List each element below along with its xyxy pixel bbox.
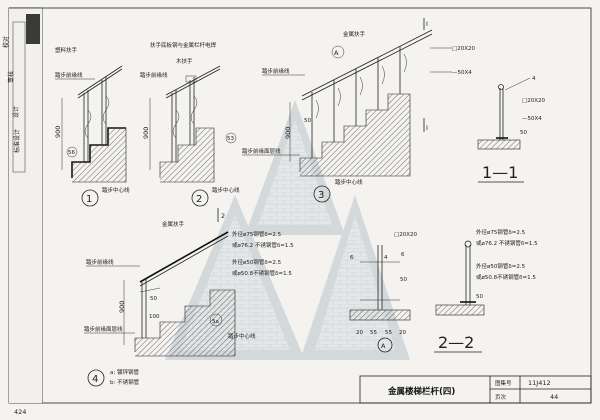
marker-2-top: 2 — [221, 212, 225, 220]
spec-a-2: 或ø76.2 不锈钢管δ=1.5 — [232, 241, 294, 249]
drawing-title: 金属楼梯栏杆(四) — [387, 386, 455, 397]
dim-100-4: 100 — [149, 314, 160, 320]
section-1-1: 4 □20X20 —50X4 50 1—1 — [477, 76, 545, 183]
spec-b-2: 或ø50.8不锈钢管δ=1.5 — [232, 269, 292, 277]
sidebar-text-1: 校对 — [2, 36, 10, 48]
spec-b-1-2-2: 外径ø50钢管δ=2.5 — [476, 262, 526, 270]
marker-A-3: A — [334, 49, 339, 57]
t20x20-3: □20X20 — [452, 46, 475, 52]
t20x20-1-1: □20X20 — [522, 98, 545, 104]
atlas-number: 11J412 — [528, 379, 551, 387]
dim-900-4: 900 — [118, 301, 126, 313]
legend-b: b: 不锈钢管 — [110, 378, 140, 386]
spec-b-2-2-2: 或ø50.8不锈钢管δ=1.5 — [476, 273, 536, 281]
dim-6b-A: 6 — [401, 252, 405, 258]
title-block: 金属楼梯栏杆(四) 图集号 11J412 页次 44 — [359, 375, 592, 404]
detail-3: I I 金属扶手 踏步前缘线 900 A 踏步前缘面层线 3 踏步中心线 50 … — [242, 18, 475, 203]
dim-50-1-1: 50 — [520, 130, 527, 136]
label-stair-center-1: 踏步中心线 — [102, 186, 130, 194]
dim-900-2: 900 — [142, 127, 150, 139]
sidebar-text-2: 审核 — [7, 71, 15, 83]
label-stair-nosing-1: 踏步前缘线 — [55, 71, 83, 79]
label-stair-center-4: 踏步中心线 — [228, 332, 256, 340]
t20x20-A: □20X20 — [394, 232, 417, 238]
label-nosing-finish-3: 踏步前缘面层线 — [242, 147, 281, 155]
f50x4-1-1: —50X4 — [522, 116, 542, 122]
dim-55b-A: 55 — [385, 330, 392, 336]
detail-4: 2 金属扶手 踏步前缘线 踏步前缘面层线 900 50 100 5a 踏步中心线… — [84, 208, 294, 387]
dim-50-4: 50 — [150, 296, 157, 302]
marker-2: 2 — [196, 194, 202, 205]
label-stair-center-3: 踏步中心线 — [335, 178, 363, 186]
section-2-2: 50 外径ø75钢管δ=2.5 或ø76.2 不锈钢管δ=1.5 外径ø50钢管… — [434, 228, 538, 353]
detail-A: □20X20 6 4 6 50 20 55 55 20 A — [349, 232, 417, 353]
label-stair-nosing-4: 踏步前缘线 — [86, 258, 114, 266]
page-number: 424 — [14, 408, 26, 416]
detail-1: 900 塑料扶手 踏步前缘线 1 踏步中心线 56 — [54, 46, 130, 207]
marker-3: 3 — [318, 190, 324, 201]
dim-6-A: 6 — [350, 255, 354, 261]
label-bottom-plate: 扶手底板钢与金属栏杆电焊 — [150, 41, 217, 49]
marker-I-top: I — [426, 20, 428, 28]
sidebar: 校对 审核 设计 标准设计 — [2, 7, 42, 403]
marker-1: 1 — [86, 194, 92, 205]
spec-a-2-2-2: 或ø76.2 不锈钢管δ=1.5 — [476, 239, 538, 247]
dim-20-A: 20 — [356, 330, 363, 336]
marker-4: 4 — [92, 374, 98, 385]
spec-a-1-2-2: 外径ø75钢管δ=2.5 — [476, 228, 526, 236]
spec-a-1: 外径ø75钢管δ=2.5 — [232, 230, 282, 238]
marker-53: 53 — [227, 136, 234, 142]
sidebar-text-4: 标准设计 — [13, 129, 21, 153]
section-label-1-1: 1—1 — [482, 163, 518, 182]
label-metal-handrail-3: 金属扶手 — [343, 30, 366, 38]
page-label: 页次 — [495, 393, 507, 401]
dim-50-3: 50 — [304, 118, 311, 124]
label-stair-center-2: 踏步中心线 — [212, 186, 240, 194]
label-stair-nosing-3: 踏步前缘线 — [262, 67, 290, 75]
label-plastic-handrail: 塑料扶手 — [55, 46, 78, 54]
section-label-2-2: 2—2 — [438, 333, 474, 352]
f50x4-3: —50X4 — [452, 70, 472, 76]
spec-b-1: 外径ø50钢管δ=2.5 — [232, 258, 282, 266]
marker-A-detail: A — [381, 342, 386, 350]
label-nosing-finish-4: 踏步前缘面层线 — [84, 325, 123, 333]
dim-50-2-2: 50 — [476, 294, 483, 300]
dim-4-1-1: 4 — [532, 76, 536, 82]
atlas-label: 图集号 — [495, 379, 512, 387]
detail-2: 900 扶手底板钢与金属栏杆电焊 木扶手 踏步前缘线 2 踏步中心线 53 — [140, 41, 240, 207]
label-stair-nosing-2: 踏步前缘线 — [140, 71, 168, 79]
dim-50-A: 50 — [400, 277, 407, 283]
dim-20b-A: 20 — [399, 330, 406, 336]
label-metal-handrail-4: 金属扶手 — [162, 220, 185, 228]
legend-a: a: 镀锌钢管 — [110, 368, 139, 376]
dim-900-3: 900 — [284, 127, 292, 139]
sidebar-text-3: 设计 — [12, 106, 20, 118]
dim-900-1: 900 — [54, 126, 62, 138]
marker-5a: 5a — [212, 319, 219, 325]
dim-55-A: 55 — [370, 330, 377, 336]
page-number-box: 44 — [550, 393, 558, 401]
marker-I-bottom: I — [426, 124, 428, 132]
label-wood-handrail: 木扶手 — [176, 57, 193, 65]
dim-4-A: 4 — [384, 255, 388, 261]
marker-56-1: 56 — [68, 150, 75, 156]
